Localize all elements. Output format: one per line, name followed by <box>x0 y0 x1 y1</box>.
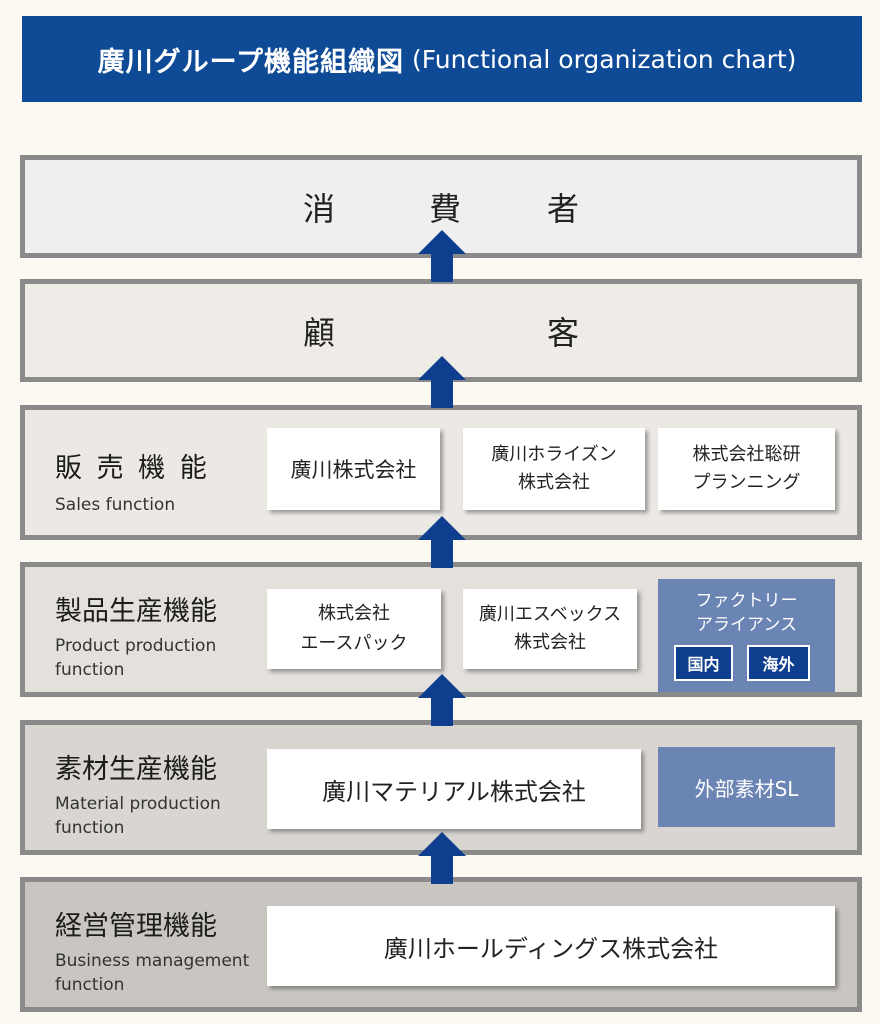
company-box-hirokawa: 廣川株式会社 <box>267 428 440 510</box>
consumer-char-2: 費 <box>429 189 464 228</box>
domestic-tag: 国内 <box>674 645 733 681</box>
up-arrow-icon <box>418 674 466 726</box>
up-arrow-icon <box>418 230 466 282</box>
sales-function-label: 販 売 機 能 Sales function <box>55 446 210 517</box>
product-production-band: 製品生産機能 Product production function 株式会社 … <box>20 562 862 697</box>
product-production-label: 製品生産機能 Product production function <box>55 589 217 682</box>
material-production-en: Material production function <box>55 794 221 838</box>
company-box-hirokawa-material: 廣川マテリアル株式会社 <box>267 749 641 829</box>
title-en: (Functional organization chart) <box>411 44 797 74</box>
sales-function-jp: 販 売 機 能 <box>55 453 210 484</box>
company-box-hirokawa-horizon: 廣川ホライズン 株式会社 <box>463 428 645 510</box>
business-management-label: 経営管理機能 Business management function <box>55 904 249 997</box>
company-box-soken-planning: 株式会社聡研 プランニング <box>658 428 835 510</box>
consumer-char-3: 者 <box>547 189 582 228</box>
up-arrow-icon <box>418 356 466 408</box>
company-box-hirokawa-holdings: 廣川ホールディングス株式会社 <box>267 906 835 986</box>
material-production-label: 素材生産機能 Material production function <box>55 747 221 840</box>
business-management-band: 経営管理機能 Business management function 廣川ホー… <box>20 877 862 1012</box>
sales-function-en: Sales function <box>55 495 176 515</box>
customer-char-1: 顧 <box>303 313 338 352</box>
business-management-en: Business management function <box>55 951 250 995</box>
overseas-tag: 海外 <box>747 645 810 681</box>
external-material-box: 外部素材SL <box>658 747 835 827</box>
material-production-band: 素材生産機能 Material production function 廣川マテ… <box>20 720 862 855</box>
business-management-jp: 経営管理機能 <box>55 911 217 942</box>
title-banner: 廣川グループ機能組織図 (Functional organization cha… <box>22 16 862 102</box>
consumer-char-1: 消 <box>303 189 338 228</box>
title-jp: 廣川グループ機能組織図 <box>97 46 404 78</box>
product-production-en: Product production function <box>55 636 217 680</box>
company-box-hirokawa-sbex: 廣川エスベックス 株式会社 <box>463 589 637 669</box>
factory-alliance-label: ファクトリー アライアンス <box>695 591 798 635</box>
company-box-acepack: 株式会社 エースパック <box>267 589 441 669</box>
product-production-jp: 製品生産機能 <box>55 596 217 627</box>
up-arrow-icon <box>418 832 466 884</box>
customer-char-2: 客 <box>547 313 582 352</box>
up-arrow-icon <box>418 516 466 568</box>
sales-function-band: 販 売 機 能 Sales function 廣川株式会社 廣川ホライズン 株式… <box>20 405 862 540</box>
material-production-jp: 素材生産機能 <box>55 754 217 785</box>
